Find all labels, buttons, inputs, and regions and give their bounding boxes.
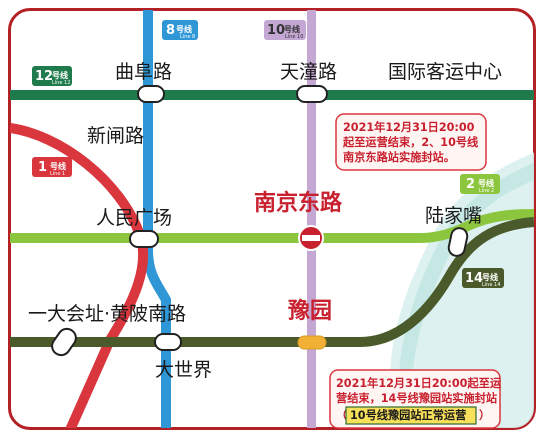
svg-text:营结束，14号线豫园站实施封站: 营结束，14号线豫园站实施封站 [336, 391, 497, 405]
svg-text:Line 2: Line 2 [479, 188, 494, 194]
svg-text:Line 12: Line 12 [52, 80, 70, 86]
station-tiantonglu-marker[interactable] [296, 85, 328, 103]
line8-badge: 8 号线 Line 8 [162, 20, 198, 40]
line1-track [10, 123, 149, 428]
line10-track [307, 10, 316, 428]
svg-text:）: ） [479, 409, 490, 422]
svg-text:南京东路站实施封站。: 南京东路站实施封站。 [343, 150, 455, 164]
line10-badge: 10 号线 Line 10 [264, 20, 306, 40]
line2-track [10, 209, 534, 243]
svg-text:Line 8: Line 8 [180, 34, 195, 40]
svg-text:号线: 号线 [482, 272, 498, 282]
station-tiantonglu-label: 天潼路 [280, 61, 337, 83]
line14-track [10, 217, 534, 347]
station-lujiazui-label: 陆家嘴 [425, 205, 482, 227]
svg-text:Line 10: Line 10 [285, 34, 303, 40]
station-nanjingdonglu-closed-marker[interactable] [298, 225, 324, 251]
station-guojikeyun-label: 国际客运中心 [388, 61, 502, 83]
svg-text:10: 10 [267, 23, 285, 38]
station-yuyuan-label: 豫园 [288, 298, 332, 324]
svg-text:号线: 号线 [478, 178, 494, 188]
svg-text:2021年12月31日20:00: 2021年12月31日20:00 [343, 120, 475, 134]
station-xinzhalu-label: 新闸路 [87, 125, 144, 147]
svg-text:12: 12 [35, 69, 53, 84]
notice-nanjing-closure: 2021年12月31日20:00 起至运营结束，2、10号线 南京东路站实施封站… [335, 113, 487, 171]
river-highlight [398, 160, 534, 428]
line8-track [143, 10, 171, 428]
svg-text:起至运营结束，2、10号线: 起至运营结束，2、10号线 [342, 135, 479, 149]
line12-track [10, 90, 534, 100]
svg-text:2021年12月31日20:00起至运: 2021年12月31日20:00起至运 [336, 376, 502, 390]
svg-text:8: 8 [166, 23, 175, 38]
svg-text:Line 14: Line 14 [482, 282, 500, 288]
station-lujiazui-marker[interactable] [447, 227, 469, 258]
station-dashijie-marker[interactable] [154, 333, 182, 351]
notice-yuyuan-closure: 2021年12月31日20:00起至运 营结束，14号线豫园站实施封站 （ 10… [329, 369, 502, 429]
station-qufulu-label: 曲阜路 [115, 61, 172, 83]
svg-text:14: 14 [465, 271, 483, 286]
line1-badge: 1 号线 Line 1 [32, 157, 72, 177]
svg-text:号线: 号线 [284, 24, 300, 34]
station-renminguangchang-label: 人民广场 [96, 207, 172, 229]
svg-text:1: 1 [38, 160, 47, 175]
svg-text:10号线豫园站正常运营: 10号线豫园站正常运营 [350, 408, 466, 422]
station-dashijie-label: 大世界 [155, 359, 212, 381]
station-nanjingdonglu-label: 南京东路 [254, 190, 343, 216]
line14-badge: 14 号线 Line 14 [462, 268, 504, 288]
svg-text:（: （ [336, 409, 348, 422]
station-yuyuan-marker[interactable] [297, 335, 327, 350]
line12-badge: 12 号线 Line 12 [32, 66, 72, 86]
station-renminguangchang-marker[interactable] [129, 230, 159, 248]
station-dahuihuangpi-marker[interactable] [49, 325, 80, 358]
station-dahuihuangpi-label: 一大会址·黄陂南路 [28, 303, 186, 325]
svg-text:Line 1: Line 1 [50, 171, 65, 177]
station-qufulu-marker[interactable] [137, 85, 165, 103]
svg-text:号线: 号线 [176, 24, 192, 34]
svg-text:号线: 号线 [50, 161, 66, 171]
svg-text:号线: 号线 [52, 70, 68, 80]
line2-badge: 2 号线 Line 2 [460, 174, 500, 194]
svg-text:2: 2 [466, 177, 475, 192]
